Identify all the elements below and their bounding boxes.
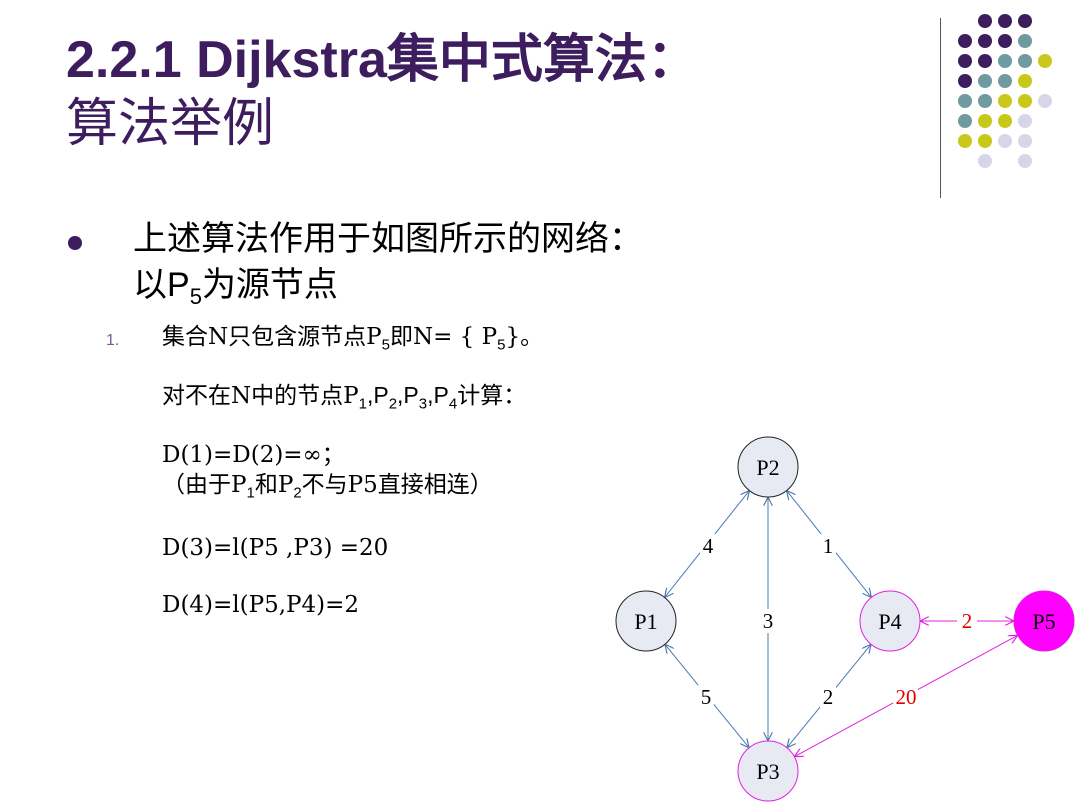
decorative-dot (1038, 94, 1052, 108)
decorative-dot (1038, 54, 1052, 68)
decorative-dot (1018, 94, 1032, 108)
decorative-dot (958, 114, 972, 128)
step-number: 1. (106, 332, 120, 349)
edge-weight-label: 1 (823, 534, 834, 558)
edge-p5-p3 (917, 635, 1018, 690)
node-p5 (1013, 590, 1075, 652)
step-line-3: D(1)=D(2)=∞； (162, 442, 345, 468)
step-line-2: 对不在N中的节点P1,P2,P3,P4计算： (162, 382, 527, 413)
decorative-dot (1018, 74, 1032, 88)
edge-weight-label: 4 (703, 534, 714, 558)
node-label-p5: P5 (1032, 609, 1055, 634)
node-label-p3: P3 (756, 759, 779, 784)
decorative-dot (958, 134, 972, 148)
node-label-p2: P2 (756, 455, 779, 480)
step-line-1: 集合N只包含源节点P5即N= { P5}。 (162, 324, 544, 354)
decorative-dot (998, 14, 1012, 28)
bullet-line-2: 以P5为源节点 (133, 265, 338, 309)
edge-p5-p3 (794, 702, 894, 757)
edge-weight-background (820, 685, 836, 709)
title-line-1: 2.2.1 Dijkstra集中式算法： (66, 31, 699, 89)
bullet-line-1: 上述算法作用于如图所示的网络： (133, 219, 643, 259)
node-p2 (737, 436, 799, 498)
decorative-dot (958, 34, 972, 48)
edge-weight-background (698, 685, 714, 709)
edge-weight-background (894, 685, 918, 709)
decorative-dot (998, 134, 1012, 148)
decorative-dot (998, 74, 1012, 88)
slide-title: 2.2.1 Dijkstra集中式算法： 算法举例 (66, 28, 886, 156)
decorative-dot (998, 114, 1012, 128)
decorative-dot (1018, 54, 1032, 68)
edge-weight-background (959, 609, 975, 633)
edge-weight-label: 2 (823, 685, 834, 709)
node-p1 (615, 590, 677, 652)
edge-weight-background (700, 534, 716, 558)
decorative-dot (978, 54, 992, 68)
step-line-5: D(3)=l(P5 ,P3) =20 (162, 535, 389, 561)
edge-weight-background (760, 609, 776, 633)
bullet-icon (68, 236, 82, 250)
decorative-dot (978, 134, 992, 148)
decorative-dot (958, 54, 972, 68)
decorative-dot (978, 114, 992, 128)
decorative-dot (1018, 114, 1032, 128)
decorative-dot-grid (958, 14, 1068, 184)
decorative-dot (998, 34, 1012, 48)
node-label-p4: P4 (878, 609, 901, 634)
decorative-dot (998, 54, 1012, 68)
edge-weight-background (820, 534, 836, 558)
decorative-dot (1018, 134, 1032, 148)
edge-weight-label: 5 (701, 685, 712, 709)
decorative-dot (1018, 154, 1032, 168)
decorative-dot (978, 94, 992, 108)
decorative-dot (978, 14, 992, 28)
decorative-dot (998, 94, 1012, 108)
decorative-dot (978, 154, 992, 168)
node-p4 (859, 590, 921, 652)
title-line-2: 算法举例 (66, 95, 275, 153)
edge-weight-label: 2 (962, 609, 973, 633)
edge-weight-label: 3 (763, 609, 774, 633)
step-line-6: D(4)=l(P5,P4)=2 (162, 592, 360, 618)
decorative-dot (1018, 14, 1032, 28)
decorative-dot (978, 74, 992, 88)
bullet-text: 上述算法作用于如图所示的网络： 以P5为源节点 (133, 216, 643, 320)
decorative-dot (958, 74, 972, 88)
decorative-dot (1018, 34, 1032, 48)
decorative-dot (978, 34, 992, 48)
title-divider (940, 18, 941, 198)
edge-weight-label: 20 (896, 685, 917, 709)
step-line-4: （由于P1和P2不与P5直接相连） (162, 472, 493, 502)
node-label-p1: P1 (634, 609, 657, 634)
decorative-dot (958, 94, 972, 108)
node-p3 (737, 740, 799, 802)
